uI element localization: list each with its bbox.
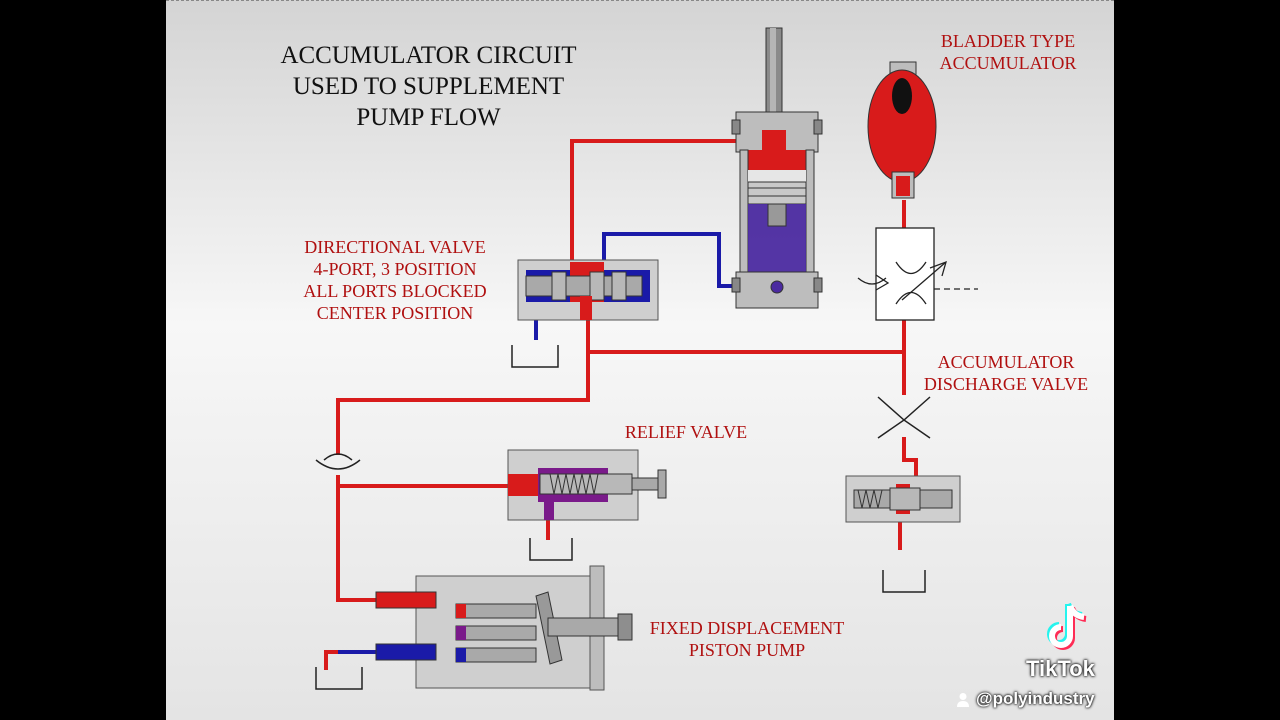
- tank-icon: [511, 345, 559, 368]
- line-main-to-check: [336, 352, 590, 455]
- tiktok-logo-icon: [1047, 602, 1087, 650]
- label-line: PISTON PUMP: [688, 640, 806, 660]
- spring-icon: [857, 489, 883, 509]
- line-valve-to-rod-end: [570, 139, 764, 266]
- title-line: USED TO SUPPLEMENT: [292, 73, 565, 100]
- title-line: ACCUMULATOR CIRCUIT: [280, 42, 577, 69]
- tank-icon: [529, 538, 573, 561]
- check-valve-icon: [857, 277, 887, 285]
- tank-icons: [315, 345, 926, 690]
- label-line: ALL PORTS BLOCKED: [303, 281, 487, 301]
- line-pump-suction: [324, 650, 338, 670]
- title-line: PUMP FLOW: [356, 104, 501, 131]
- tiktok-brand: TikTok: [1026, 656, 1095, 681]
- pump-label: FIXED DISPLACEMENT PISTON PUMP: [642, 617, 852, 661]
- label-line: 4-PORT, 3 POSITION: [313, 259, 477, 279]
- video-frame: ACCUMULATOR CIRCUIT USED TO SUPPLEMENT P…: [166, 0, 1114, 720]
- discharge-valve-symbol: [877, 396, 931, 439]
- label-line: FIXED DISPLACEMENT: [649, 618, 845, 638]
- discharge-valve-label: ACCUMULATOR DISCHARGE VALVE: [906, 351, 1106, 395]
- line-valve-to-cap-end: [602, 232, 736, 288]
- directional-valve-label: DIRECTIONAL VALVE 4-PORT, 3 POSITION ALL…: [282, 236, 508, 324]
- line-discharge-to-valve: [902, 437, 918, 478]
- relief-valve-body: [507, 449, 667, 521]
- discharge-valve-body: [845, 475, 961, 523]
- label-line: DISCHARGE VALVE: [923, 374, 1089, 394]
- label-line: RELIEF VALVE: [624, 422, 748, 442]
- line-check-to-pump: [336, 475, 380, 602]
- pressure-lines: [336, 139, 918, 602]
- spring-icon: [549, 473, 599, 495]
- flow-control-valve: [857, 227, 978, 321]
- accumulator-label: BLADDER TYPE ACCUMULATOR: [918, 30, 1098, 74]
- label-line: DIRECTIONAL VALVE: [304, 237, 486, 257]
- label-line: ACCUMULATOR: [939, 53, 1077, 73]
- user-icon: [957, 693, 969, 707]
- fixed-displacement-piston-pump: [375, 565, 633, 691]
- label-line: BLADDER TYPE: [940, 31, 1076, 51]
- diagram-title: ACCUMULATOR CIRCUIT USED TO SUPPLEMENT P…: [256, 40, 601, 133]
- hydraulic-circuit-diagram: [315, 27, 978, 691]
- directional-valve-body: [517, 259, 659, 321]
- label-line: CENTER POSITION: [316, 303, 474, 323]
- tank-icon: [315, 667, 363, 690]
- tank-icon: [882, 570, 926, 593]
- relief-valve-label: RELIEF VALVE: [606, 421, 766, 443]
- creator-handle: @polyindustry: [976, 689, 1095, 708]
- bladder-accumulator: [867, 61, 937, 199]
- check-valve-icon: [315, 453, 361, 470]
- hydraulic-cylinder: [731, 27, 823, 309]
- label-line: ACCUMULATOR: [937, 352, 1075, 372]
- frame-border: [166, 0, 1114, 3]
